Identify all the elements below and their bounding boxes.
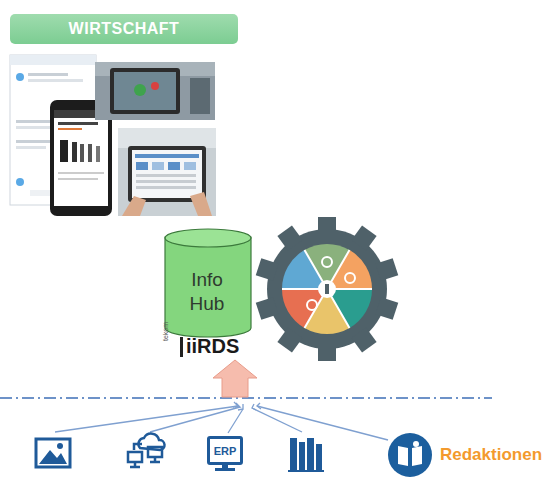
cylinder-body bbox=[165, 237, 251, 337]
database-cylinder: Info Hub bbox=[164, 228, 252, 338]
image-icon bbox=[36, 439, 70, 467]
person-head bbox=[413, 441, 419, 447]
dashboard-tablet-photo bbox=[118, 128, 216, 216]
logo-bars bbox=[180, 337, 183, 357]
monitor-stand bbox=[215, 464, 235, 471]
node-text: WIRTSCHAFT bbox=[69, 20, 180, 38]
book-circle-icon bbox=[386, 432, 434, 478]
erp-icon-box: ERP bbox=[207, 436, 243, 465]
gear-puzzle bbox=[256, 217, 399, 361]
book-symbol bbox=[398, 446, 422, 466]
node-text: Redaktionen bbox=[440, 432, 542, 478]
source-arrows bbox=[55, 402, 388, 440]
logo-small-text: tekom bbox=[162, 322, 169, 341]
cylinder-top bbox=[165, 229, 251, 247]
banner-box: WIRTSCHAFT bbox=[10, 14, 238, 44]
node-text: Info Hub bbox=[182, 268, 232, 316]
logo-text: iiRDS bbox=[186, 335, 239, 358]
upload-arrow bbox=[213, 360, 257, 397]
editorial-node: Redaktionen bbox=[386, 432, 548, 478]
icon-circle bbox=[388, 433, 432, 477]
node-text: ERP bbox=[214, 445, 237, 457]
books-icon bbox=[288, 438, 324, 472]
ar-tablet-photo bbox=[95, 62, 215, 120]
cloud-computers-icon bbox=[128, 434, 165, 467]
